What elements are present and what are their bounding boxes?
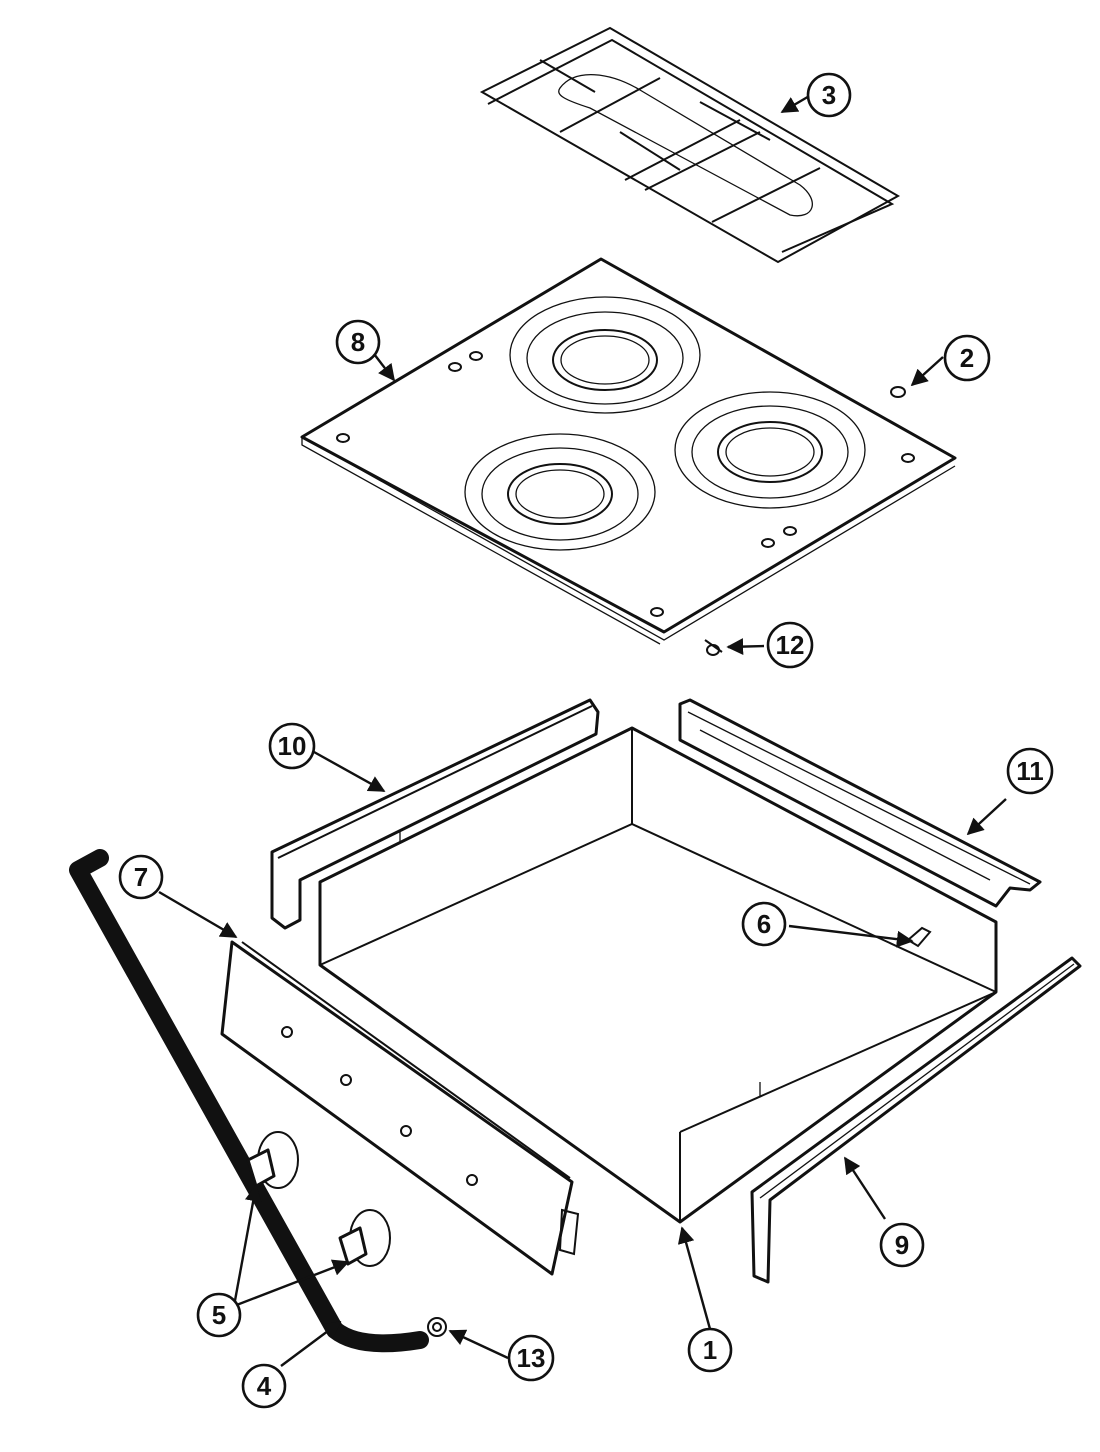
callout-7: 7 (118, 854, 164, 900)
callout-1: 1 (687, 1327, 733, 1373)
nut (427, 1317, 447, 1337)
burner-opening-rear (509, 296, 701, 414)
callout-label: 4 (257, 1371, 272, 1401)
callout-label: 2 (960, 343, 974, 373)
callout-label: 12 (776, 630, 805, 660)
callout-label: 9 (895, 1230, 909, 1260)
rubber-bumper (890, 386, 906, 398)
callout-5: 5 (196, 1292, 242, 1338)
screw (704, 639, 723, 656)
side-trim-right (678, 698, 1042, 908)
leader-lines (158, 93, 1007, 1367)
callout-label: 1 (703, 1335, 717, 1365)
callout-9: 9 (879, 1222, 925, 1268)
callout-13: 13 (507, 1334, 555, 1382)
callout-4: 4 (241, 1363, 287, 1409)
control-panel (220, 940, 580, 1276)
burner-grate (479, 26, 901, 264)
cooktop-main-top (300, 257, 957, 645)
callout-12: 12 (766, 621, 814, 669)
callout-label: 6 (757, 909, 771, 939)
main-top-body (318, 726, 998, 1224)
callout-label: 11 (1016, 756, 1044, 786)
side-trim-left (270, 698, 600, 930)
callout-label: 5 (212, 1300, 226, 1330)
callout-label: 10 (278, 731, 307, 761)
control-knob-upper (246, 1131, 299, 1189)
front-trim (750, 956, 1082, 1284)
callout-label: 13 (517, 1343, 546, 1373)
callout-3: 3 (806, 72, 852, 118)
burner-opening-front-right (674, 391, 866, 509)
burner-opening-front-left (464, 433, 656, 551)
spring-clip (906, 926, 932, 948)
callout-8: 8 (335, 319, 381, 365)
callout-6: 6 (741, 901, 787, 947)
callout-label: 3 (822, 80, 836, 110)
callout-10: 10 (268, 722, 316, 770)
callout-11: 11 (1006, 747, 1054, 795)
callout-2: 2 (943, 334, 991, 382)
control-knob-lower (338, 1209, 391, 1267)
callout-label: 8 (351, 327, 365, 357)
callout-label: 7 (134, 862, 148, 892)
